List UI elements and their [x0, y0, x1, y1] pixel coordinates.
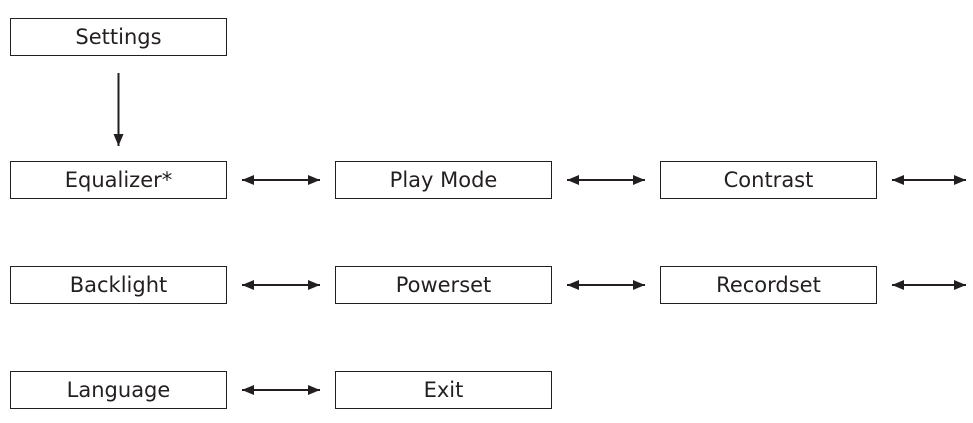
node-settings: Settings	[10, 18, 227, 56]
node-equalizer: Equalizer*	[10, 161, 227, 199]
node-powerset: Powerset	[335, 266, 552, 304]
node-recordset: Recordset	[660, 266, 877, 304]
node-play-mode: Play Mode	[335, 161, 552, 199]
node-exit: Exit	[335, 371, 552, 409]
node-backlight: Backlight	[10, 266, 227, 304]
node-contrast: Contrast	[660, 161, 877, 199]
node-language: Language	[10, 371, 227, 409]
